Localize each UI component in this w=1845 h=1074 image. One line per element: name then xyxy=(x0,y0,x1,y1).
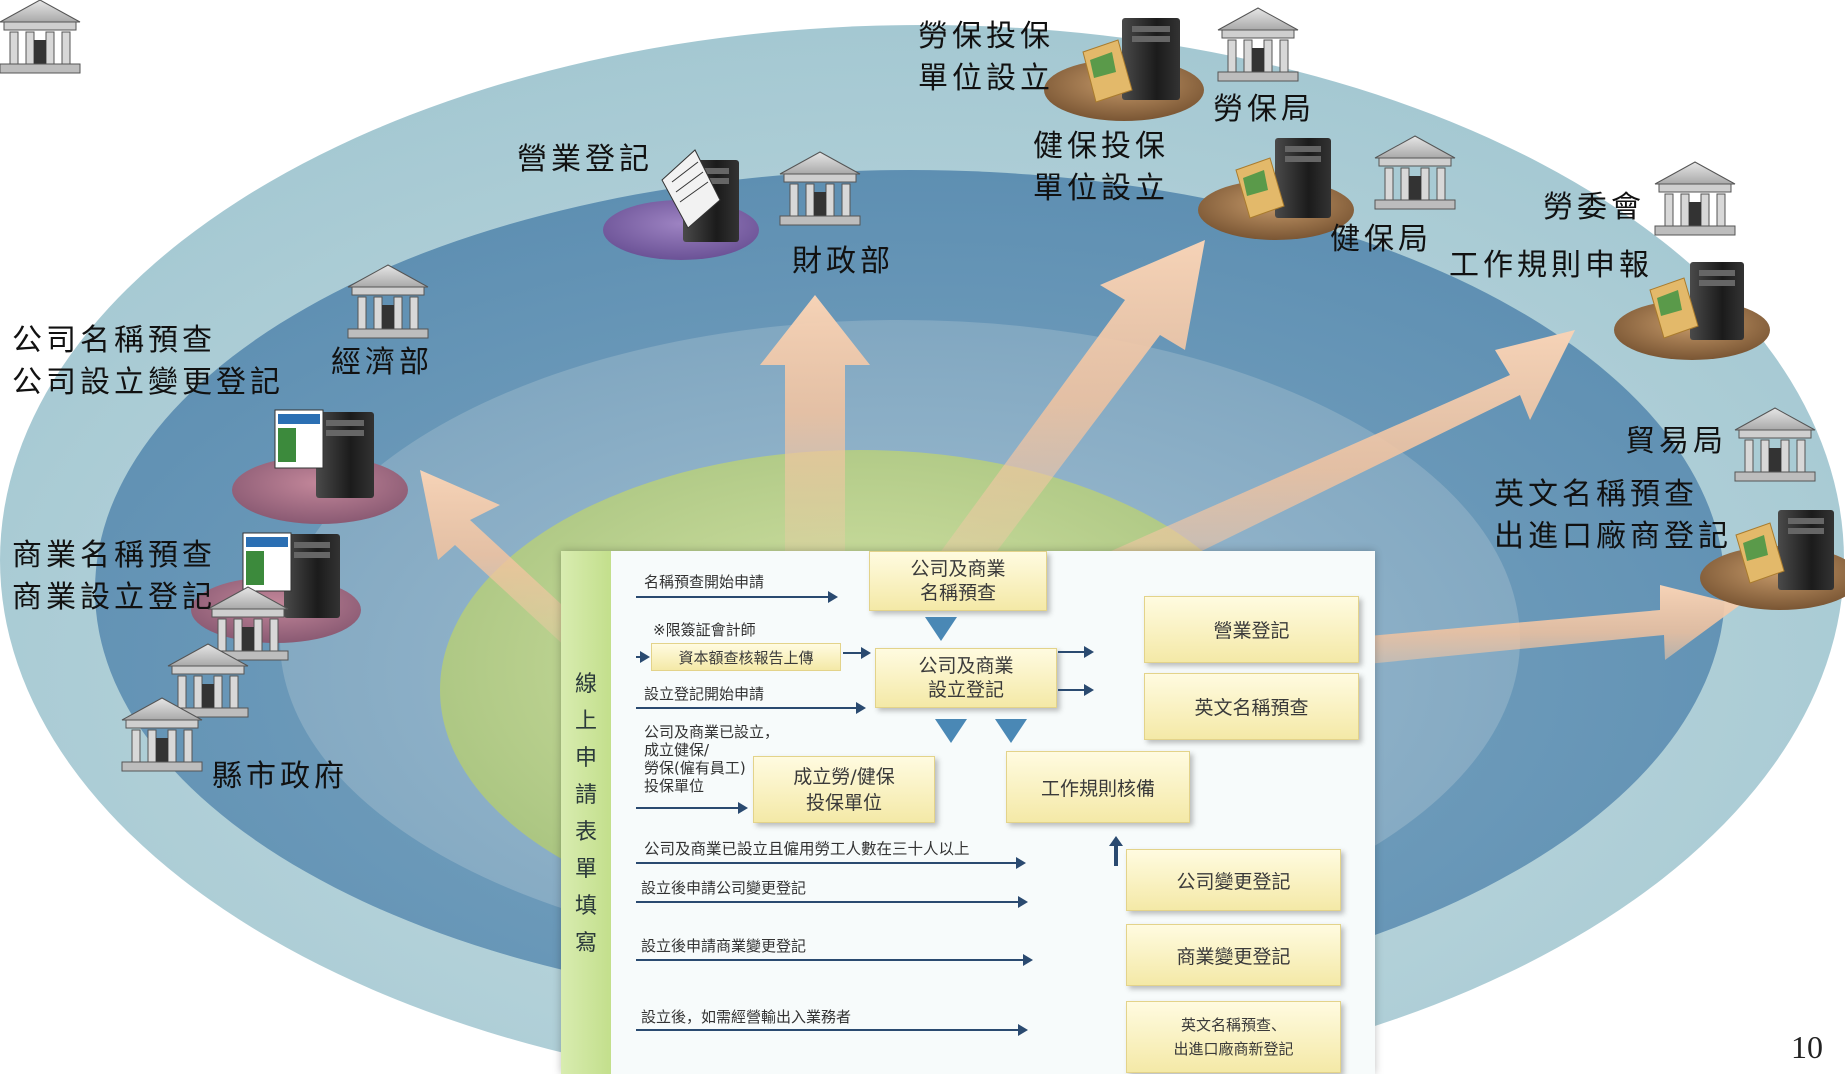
flow-arrow xyxy=(636,591,838,603)
label-company-name: 公司名稱預查 公司設立變更登記 xyxy=(12,320,284,404)
label-line: 單位設立 xyxy=(918,61,1054,96)
label-line: 勞保投保 xyxy=(918,19,1054,54)
label-line: 公司名稱預查 xyxy=(12,323,216,358)
label-business-reg: 營業登記 xyxy=(517,142,653,177)
label-english-name: 英文名稱預查 出進口廠商登記 xyxy=(1494,474,1732,558)
bank-icon-labor-council xyxy=(1654,161,1736,236)
label-economic-ministry: 經濟部 xyxy=(331,345,433,380)
flow-arrow xyxy=(1058,646,1094,658)
flow-box-text: 資本額查核報告上傳 xyxy=(678,648,814,667)
label-commerce-name: 商業名稱預查 商業設立登記 xyxy=(12,535,216,619)
flow-box-company-change: 公司變更登記 xyxy=(1126,849,1341,911)
flow-text-thirty: 公司及商業已設立且僱用勞工人數在三十人以上 xyxy=(644,840,970,858)
flow-arrow xyxy=(636,651,650,663)
arrow-to-health xyxy=(920,240,1205,600)
flow-box-work-rules: 工作規則核備 xyxy=(1006,751,1190,823)
flow-text-line: 成立健保/ xyxy=(644,741,710,759)
flow-box-commerce-change: 商業變更登記 xyxy=(1126,924,1341,986)
flow-box-business-reg: 營業登記 xyxy=(1144,596,1359,663)
web-page-icon xyxy=(242,532,292,592)
bank-icon-labor-bureau xyxy=(1217,7,1299,82)
down-chevron-icon xyxy=(995,719,1027,743)
flow-box-text: 投保單位 xyxy=(805,791,882,814)
label-trade-bureau: 貿易局 xyxy=(1625,424,1727,459)
server-icon xyxy=(1275,138,1331,218)
flow-box-english-name: 英文名稱預查 xyxy=(1144,673,1359,740)
flow-box-text: 成立勞/健保 xyxy=(793,765,895,788)
flow-text-line: 公司及商業已設立， xyxy=(644,723,780,741)
folder-icon xyxy=(1082,39,1133,103)
flow-box-text: 商業變更登記 xyxy=(1176,945,1291,968)
flow-box-export: 英文名稱預查、 出進口廠商新登記 xyxy=(1126,1001,1341,1073)
folder-icon xyxy=(1649,277,1699,339)
web-page-icon xyxy=(274,409,324,469)
server-icon xyxy=(1690,262,1744,340)
flow-text-export: 設立後，如需經營輸出入業務者 xyxy=(641,1008,852,1026)
bank-icon xyxy=(0,0,81,74)
flow-arrow xyxy=(636,702,866,714)
document-stack-icon xyxy=(661,149,721,229)
flow-box-insurance: 成立勞/健保 投保單位 xyxy=(753,756,935,823)
label-labor-bureau: 勞保局 xyxy=(1213,92,1315,127)
label-work-rules: 工作規則申報 xyxy=(1449,248,1653,283)
flow-box-text: 設立登記 xyxy=(927,679,1004,701)
side-bar xyxy=(561,551,611,1074)
server-icon xyxy=(284,534,340,618)
flow-box-establish: 公司及商業 設立登記 xyxy=(875,648,1057,708)
arrow-to-economic xyxy=(420,470,600,660)
flow-box-text: 英文名稱預查 xyxy=(1194,697,1309,719)
flow-chart-panel: 線上申請表單填寫 名稱預查開始申請 ※限簽証會計師 資本額查核報告上傳 設立登記… xyxy=(561,551,1375,1074)
server-icon xyxy=(1122,18,1180,100)
flow-arrow xyxy=(636,954,1033,966)
label-labor-council: 勞委會 xyxy=(1543,190,1645,225)
flow-arrow xyxy=(636,802,748,814)
flow-text-name-start: 名稱預查開始申請 xyxy=(644,573,765,591)
arrow-to-finance xyxy=(760,295,870,560)
flow-box-text: 公司及商業 xyxy=(910,558,1006,580)
flow-text-line: 勞保(僱有員工) xyxy=(644,759,746,777)
label-line: 健保投保 xyxy=(1033,129,1169,164)
label-line: 商業設立登記 xyxy=(12,580,216,615)
label-health-bureau: 健保局 xyxy=(1330,222,1432,257)
flow-text-line: 投保單位 xyxy=(644,777,705,795)
flow-arrow xyxy=(636,1024,1028,1036)
label-line: 商業名稱預查 xyxy=(12,538,216,573)
flow-text-cpa: ※限簽証會計師 xyxy=(653,621,756,639)
server-icon xyxy=(1778,510,1834,590)
flow-box-text: 出進口廠商新登記 xyxy=(1173,1040,1294,1058)
flow-box-name-check: 公司及商業 名稱預查 xyxy=(869,551,1047,611)
flow-box-capital: 資本額查核報告上傳 xyxy=(651,643,841,671)
label-line: 出進口廠商登記 xyxy=(1494,519,1732,554)
label-line: 公司設立變更登記 xyxy=(12,365,284,400)
flow-arrow xyxy=(636,896,1028,908)
down-chevron-icon xyxy=(925,617,957,641)
flow-text-company-change: 設立後申請公司變更登記 xyxy=(641,879,807,897)
label-finance-ministry: 財政部 xyxy=(792,244,894,279)
side-label: 線上申請表單填寫 xyxy=(575,672,598,956)
label-line: 單位設立 xyxy=(1033,171,1169,206)
flow-box-text: 公司變更登記 xyxy=(1176,870,1291,893)
flow-arrow xyxy=(1058,684,1094,696)
flow-text-commerce-change: 設立後申請商業變更登記 xyxy=(641,937,807,955)
flow-box-text: 英文名稱預查、 xyxy=(1180,1016,1286,1034)
folder-icon xyxy=(1235,157,1285,219)
flow-box-text: 名稱預查 xyxy=(919,582,996,604)
label-labor-unit: 勞保投保 單位設立 xyxy=(918,16,1054,100)
flow-arrow xyxy=(843,647,871,659)
flow-text-setup-start: 設立登記開始申請 xyxy=(644,685,765,703)
label-line: 英文名稱預查 xyxy=(1494,477,1698,512)
flow-text-established: 公司及商業已設立， 成立健保/ 勞保(僱有員工) 投保單位 xyxy=(644,723,779,795)
page-number: 10 xyxy=(1791,1029,1823,1065)
server-icon xyxy=(316,412,374,498)
up-arrow-icon xyxy=(1109,836,1123,866)
flow-box-text: 公司及商業 xyxy=(918,655,1014,677)
folder-icon xyxy=(1735,522,1785,584)
down-chevron-icon xyxy=(935,719,967,743)
flow-box-text: 工作規則核備 xyxy=(1040,777,1155,800)
label-health-unit: 健保投保 單位設立 xyxy=(1033,126,1169,210)
flow-box-text: 營業登記 xyxy=(1213,620,1290,642)
label-county-gov: 縣市政府 xyxy=(212,759,348,794)
flow-line xyxy=(636,857,1026,869)
